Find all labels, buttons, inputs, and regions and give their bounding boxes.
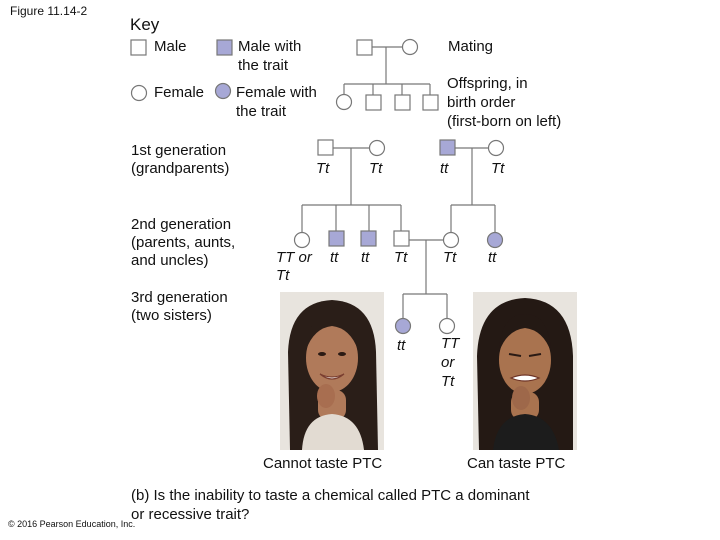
caption-can-taste: Can taste PTC	[467, 455, 566, 472]
genotype-g2-daughter-a: TT or Tt	[276, 249, 312, 284]
genotype-g1-left-mother: Tt	[369, 160, 383, 177]
photo-can-taste	[473, 292, 577, 450]
genotype-g2-aunt: tt	[488, 249, 497, 266]
genotype-g2-mother: Tt	[443, 249, 457, 266]
genotype-g1-left-father: Tt	[316, 160, 330, 177]
genotype-g2-son-b: tt	[330, 249, 339, 266]
copyright-notice: © 2016 Pearson Education, Inc.	[8, 519, 136, 529]
third-generation-label: 3rd generation (two sisters)	[131, 289, 228, 324]
pedigree-lines	[301, 46, 496, 318]
key-offspring-female-icon	[335, 93, 353, 111]
photo-cannot-taste	[280, 292, 384, 450]
g3-sister-1-circle	[394, 317, 412, 335]
key-male-with-trait-label: Male with the trait	[238, 38, 302, 74]
g1-right-father-square	[439, 139, 456, 156]
g3-sister-2-circle	[438, 317, 456, 335]
g1-left-mother-circle	[368, 139, 386, 157]
genotype-g1-right-father: tt	[440, 160, 449, 177]
key-female-trait-circle-icon	[214, 82, 232, 100]
caption-cannot-taste: Cannot taste PTC	[263, 455, 383, 472]
genotype-g2-son-c: tt	[361, 249, 370, 266]
g1-left-father-square	[317, 139, 334, 156]
key-female-label: Female	[154, 84, 205, 101]
key-mating-label: Mating	[448, 38, 494, 55]
g2-son-d-square	[393, 230, 410, 247]
second-generation-label: 2nd generation (parents, aunts, and uncl…	[131, 216, 236, 269]
figure-label: Figure 11.14-2	[10, 4, 88, 18]
g2-son-b-square	[328, 230, 345, 247]
key-male-label: Male	[154, 38, 187, 55]
key-offspring-male-icon	[365, 94, 382, 111]
key-female-circle-icon	[130, 84, 148, 102]
g2-son-c-square	[360, 230, 377, 247]
genotype-g2-son-d: Tt	[394, 249, 408, 266]
genotype-g1-right-mother: Tt	[491, 160, 505, 177]
key-offspring-male-icon	[394, 94, 411, 111]
key-mating-female-icon	[401, 38, 419, 56]
g2-daughter-a-circle	[293, 231, 311, 249]
key-male-square-icon	[130, 39, 147, 56]
g2-mother-circle	[442, 231, 460, 249]
g2-aunt-circle	[486, 231, 504, 249]
g1-right-mother-circle	[487, 139, 505, 157]
key-mating-male-icon	[356, 39, 373, 56]
key-offspring-male-icon	[422, 94, 439, 111]
genotype-g3-sister-1: tt	[397, 337, 406, 354]
key-offspring-label: Offspring, in birth order (first-born on…	[447, 75, 562, 130]
key-heading: Key	[130, 15, 160, 34]
key-female-with-trait-label: Female with the trait	[236, 84, 317, 120]
first-generation-label: 1st generation (grandparents)	[131, 142, 230, 177]
key-male-trait-square-icon	[216, 39, 233, 56]
genotype-g3-sister-2: TT or Tt	[441, 335, 460, 390]
question-text: (b) Is the inability to taste a chemical…	[131, 487, 530, 523]
